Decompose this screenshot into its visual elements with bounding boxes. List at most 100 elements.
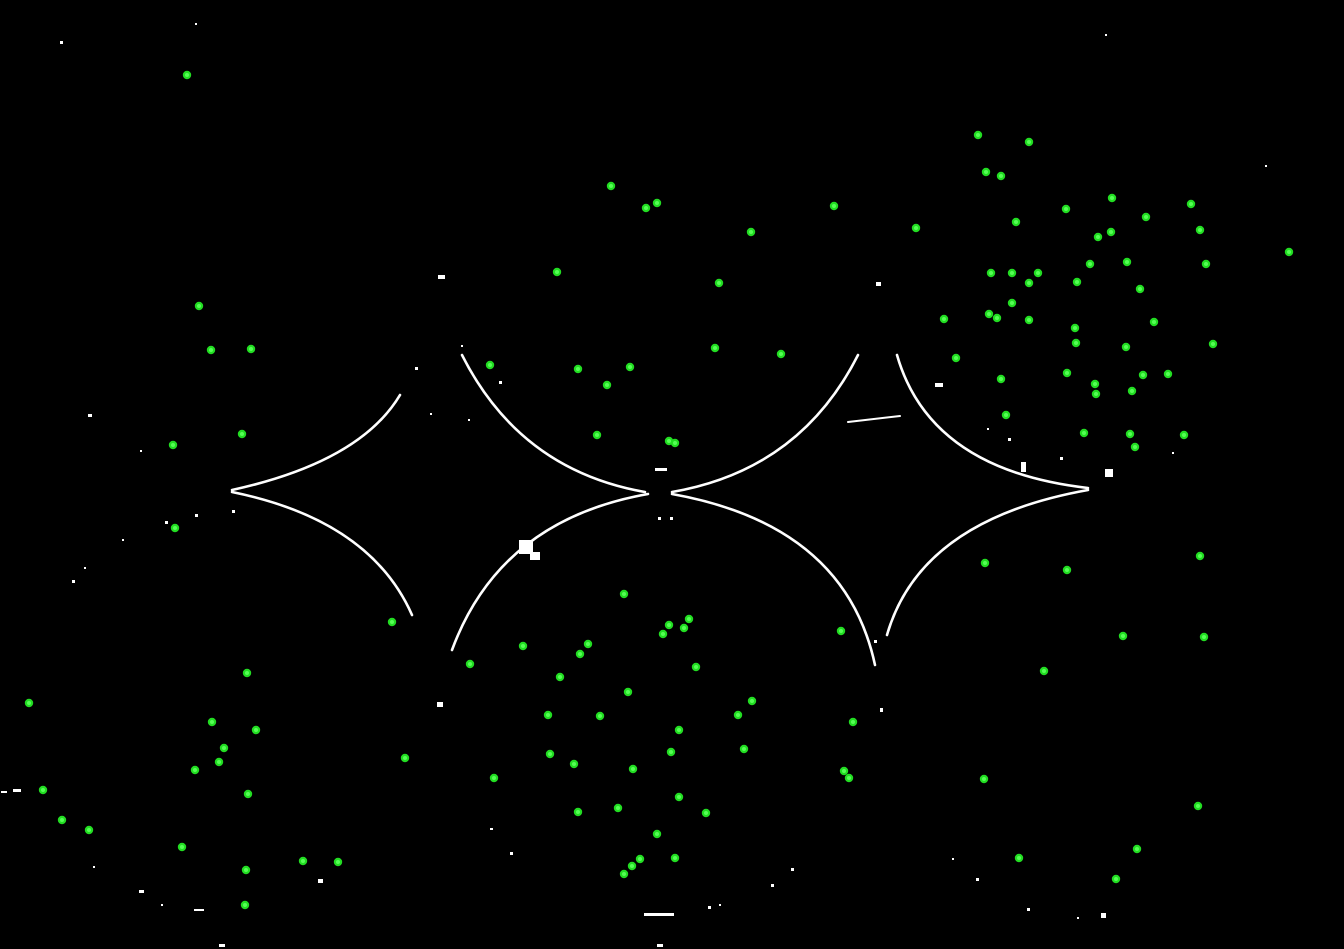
white-artifacts <box>1 23 1267 947</box>
green-dot-core <box>982 777 986 781</box>
green-dot-core <box>1198 228 1202 232</box>
green-dot-core <box>673 441 677 445</box>
white-speck <box>987 428 989 430</box>
green-dot-core <box>976 133 980 137</box>
white-speck <box>468 419 470 421</box>
white-speck <box>1105 34 1107 36</box>
green-dot-core <box>628 365 632 369</box>
green-dot-core <box>254 728 258 732</box>
green-dot-core <box>193 768 197 772</box>
green-dot-core <box>27 701 31 705</box>
green-dot-core <box>954 356 958 360</box>
green-dot-core <box>222 746 226 750</box>
green-dot-core <box>246 792 250 796</box>
green-dot-core <box>644 206 648 210</box>
green-dot-core <box>1204 262 1208 266</box>
green-dot-core <box>1152 320 1156 324</box>
white-speck <box>658 517 661 520</box>
green-dot-core <box>1202 635 1206 639</box>
green-dot-core <box>749 230 753 234</box>
well-arc <box>460 353 647 494</box>
green-dot-core <box>847 776 851 780</box>
green-dot-core <box>555 270 559 274</box>
green-dot-core <box>492 776 496 780</box>
white-speck <box>1060 457 1063 460</box>
green-dot-core <box>682 626 686 630</box>
white-speck <box>791 868 794 871</box>
green-dot-core <box>1004 413 1008 417</box>
green-dot-core <box>630 864 634 868</box>
green-dot-core <box>1082 431 1086 435</box>
green-dot-core <box>987 312 991 316</box>
green-dot-core <box>1114 877 1118 881</box>
white-speck <box>708 906 711 909</box>
white-speck <box>195 23 197 25</box>
white-speck <box>655 468 667 471</box>
green-dot-core <box>605 383 609 387</box>
green-dot-core <box>243 903 247 907</box>
white-speck <box>874 640 877 643</box>
white-speck <box>219 944 225 947</box>
green-dot-core <box>673 856 677 860</box>
green-dot-core <box>1109 230 1113 234</box>
green-dot-core <box>655 201 659 205</box>
white-speck <box>771 884 774 887</box>
white-speck <box>935 383 943 387</box>
green-dot-core <box>576 367 580 371</box>
green-dot-core <box>995 316 999 320</box>
white-speck <box>1077 917 1079 919</box>
white-speck <box>430 413 432 415</box>
white-speck <box>415 367 418 370</box>
white-speck <box>1105 469 1113 477</box>
green-dot-core <box>1042 669 1046 673</box>
green-dot-core <box>1064 207 1068 211</box>
white-speck <box>952 858 954 860</box>
green-dot-core <box>983 561 987 565</box>
green-dot-core <box>210 720 214 724</box>
white-speck <box>93 866 95 868</box>
green-dot-core <box>1196 804 1200 808</box>
green-dot-core <box>185 73 189 77</box>
green-dot-core <box>622 872 626 876</box>
green-dot-core <box>576 810 580 814</box>
green-dot-core <box>1133 445 1137 449</box>
green-dot-core <box>750 699 754 703</box>
well-arc <box>670 353 860 494</box>
green-dot-core <box>1010 271 1014 275</box>
well-arc <box>895 353 1090 490</box>
green-dot-core <box>244 868 248 872</box>
green-dot-core <box>173 526 177 530</box>
green-dot-core <box>622 592 626 596</box>
green-dot-core <box>41 788 45 792</box>
fluorescent-dots <box>24 70 1294 910</box>
green-dot-core <box>1027 318 1031 322</box>
green-dot-core <box>832 204 836 208</box>
white-speck <box>644 913 674 916</box>
green-dot-core <box>301 859 305 863</box>
green-dot-core <box>1110 196 1114 200</box>
green-dot-core <box>1182 433 1186 437</box>
green-dot-core <box>779 352 783 356</box>
green-dot-core <box>1130 389 1134 393</box>
green-dot-core <box>638 857 642 861</box>
green-dot-core <box>598 714 602 718</box>
green-dot-core <box>667 623 671 627</box>
green-dot-core <box>631 767 635 771</box>
green-dot-core <box>839 629 843 633</box>
white-speck <box>1172 452 1174 454</box>
green-dot-core <box>661 632 665 636</box>
green-dot-core <box>1121 634 1125 638</box>
white-speck <box>161 904 163 906</box>
green-dot-core <box>694 665 698 669</box>
green-dot-core <box>403 756 407 760</box>
white-speck <box>194 909 204 911</box>
white-speck <box>165 521 168 524</box>
green-dot-core <box>572 762 576 766</box>
green-dot-core <box>1094 392 1098 396</box>
white-speck <box>139 890 144 893</box>
white-speck <box>232 510 235 513</box>
green-dot-core <box>240 432 244 436</box>
green-dot-core <box>677 728 681 732</box>
